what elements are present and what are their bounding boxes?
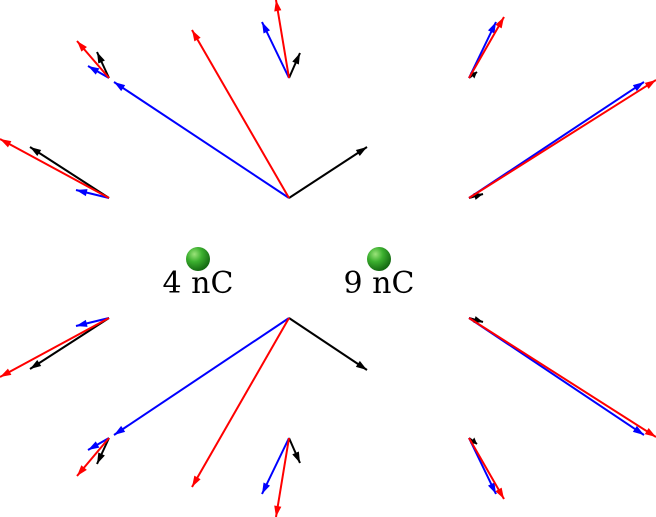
- field-vector-first-charge-4: [261, 437, 290, 495]
- charge-1-label: 4 nC: [163, 266, 234, 301]
- field-vector-net-9: [468, 16, 505, 79]
- field-vector-second-charge-6: [96, 437, 110, 465]
- field-vector-net-6: [76, 437, 110, 477]
- field-vector-first-charge-3: [261, 21, 290, 79]
- field-vector-first-charge-6: [87, 437, 110, 451]
- charge-2-label: 9 nC: [344, 266, 415, 301]
- field-vector-second-charge-5: [96, 51, 110, 79]
- field-vector-first-charge-8: [75, 317, 110, 327]
- field-vector-second-charge-7: [29, 146, 110, 199]
- charge-1-sphere: [186, 247, 210, 271]
- charge-2-sphere: [367, 247, 391, 271]
- field-vector-first-charge-5: [87, 65, 110, 79]
- field-vector-net-3: [274, 0, 290, 79]
- field-vector-net-11: [468, 79, 656, 199]
- field-vector-net-7: [0, 138, 110, 199]
- field-vector-net-8: [0, 317, 110, 378]
- field-vector-second-charge-8: [29, 317, 110, 370]
- field-vector-net-1: [191, 29, 290, 199]
- field-vector-second-charge-3: [288, 52, 301, 79]
- field-vector-first-charge-7: [75, 189, 110, 199]
- field-vector-net-5: [76, 40, 110, 79]
- field-vector-net-4: [274, 437, 290, 517]
- field-vector-second-charge-2: [288, 317, 368, 371]
- field-vector-first-charge-1: [113, 81, 290, 199]
- field-vector-second-charge-4: [288, 437, 301, 464]
- field-vector-first-charge-2: [113, 317, 290, 436]
- field-vector-net-10: [468, 437, 505, 500]
- field-vector-net-12: [468, 317, 656, 438]
- field-vector-net-2: [191, 317, 290, 488]
- field-vector-second-charge-1: [288, 146, 368, 199]
